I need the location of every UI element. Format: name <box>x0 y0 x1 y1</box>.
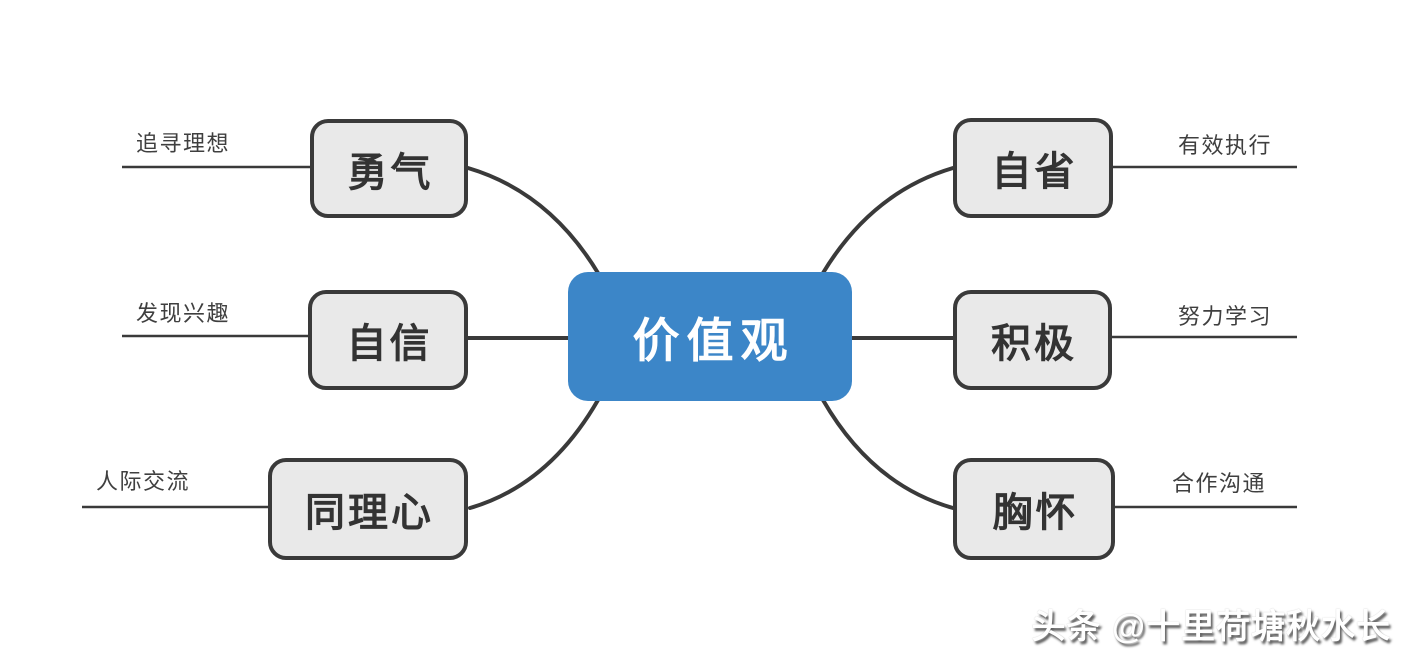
annotation-discover-interest: 发现兴趣 <box>136 301 231 326</box>
node-positivity: 积极 <box>953 290 1112 390</box>
edge-openmindedness-center <box>821 398 955 510</box>
node-courage: 勇气 <box>310 119 468 218</box>
central-topic-node: 价值观 <box>568 272 852 401</box>
annotation-cooperation-communication: 合作沟通 <box>1172 471 1267 496</box>
node-confidence: 自信 <box>308 290 468 390</box>
annotation-pursue-ideals: 追寻理想 <box>136 131 231 156</box>
edge-introspection-center <box>821 166 955 275</box>
edge-empathy-center <box>468 398 600 510</box>
node-empathy: 同理心 <box>268 458 468 560</box>
node-openmindedness: 胸怀 <box>953 458 1115 560</box>
annotation-study-hard: 努力学习 <box>1178 304 1273 329</box>
edge-courage-center <box>466 166 600 275</box>
node-introspection: 自省 <box>953 118 1113 218</box>
watermark-toutiao-author: 头条 @十里荷塘秋水长 <box>1031 608 1391 646</box>
annotation-effective-execution: 有效执行 <box>1178 133 1273 158</box>
annotation-interpersonal-communication: 人际交流 <box>96 469 191 494</box>
